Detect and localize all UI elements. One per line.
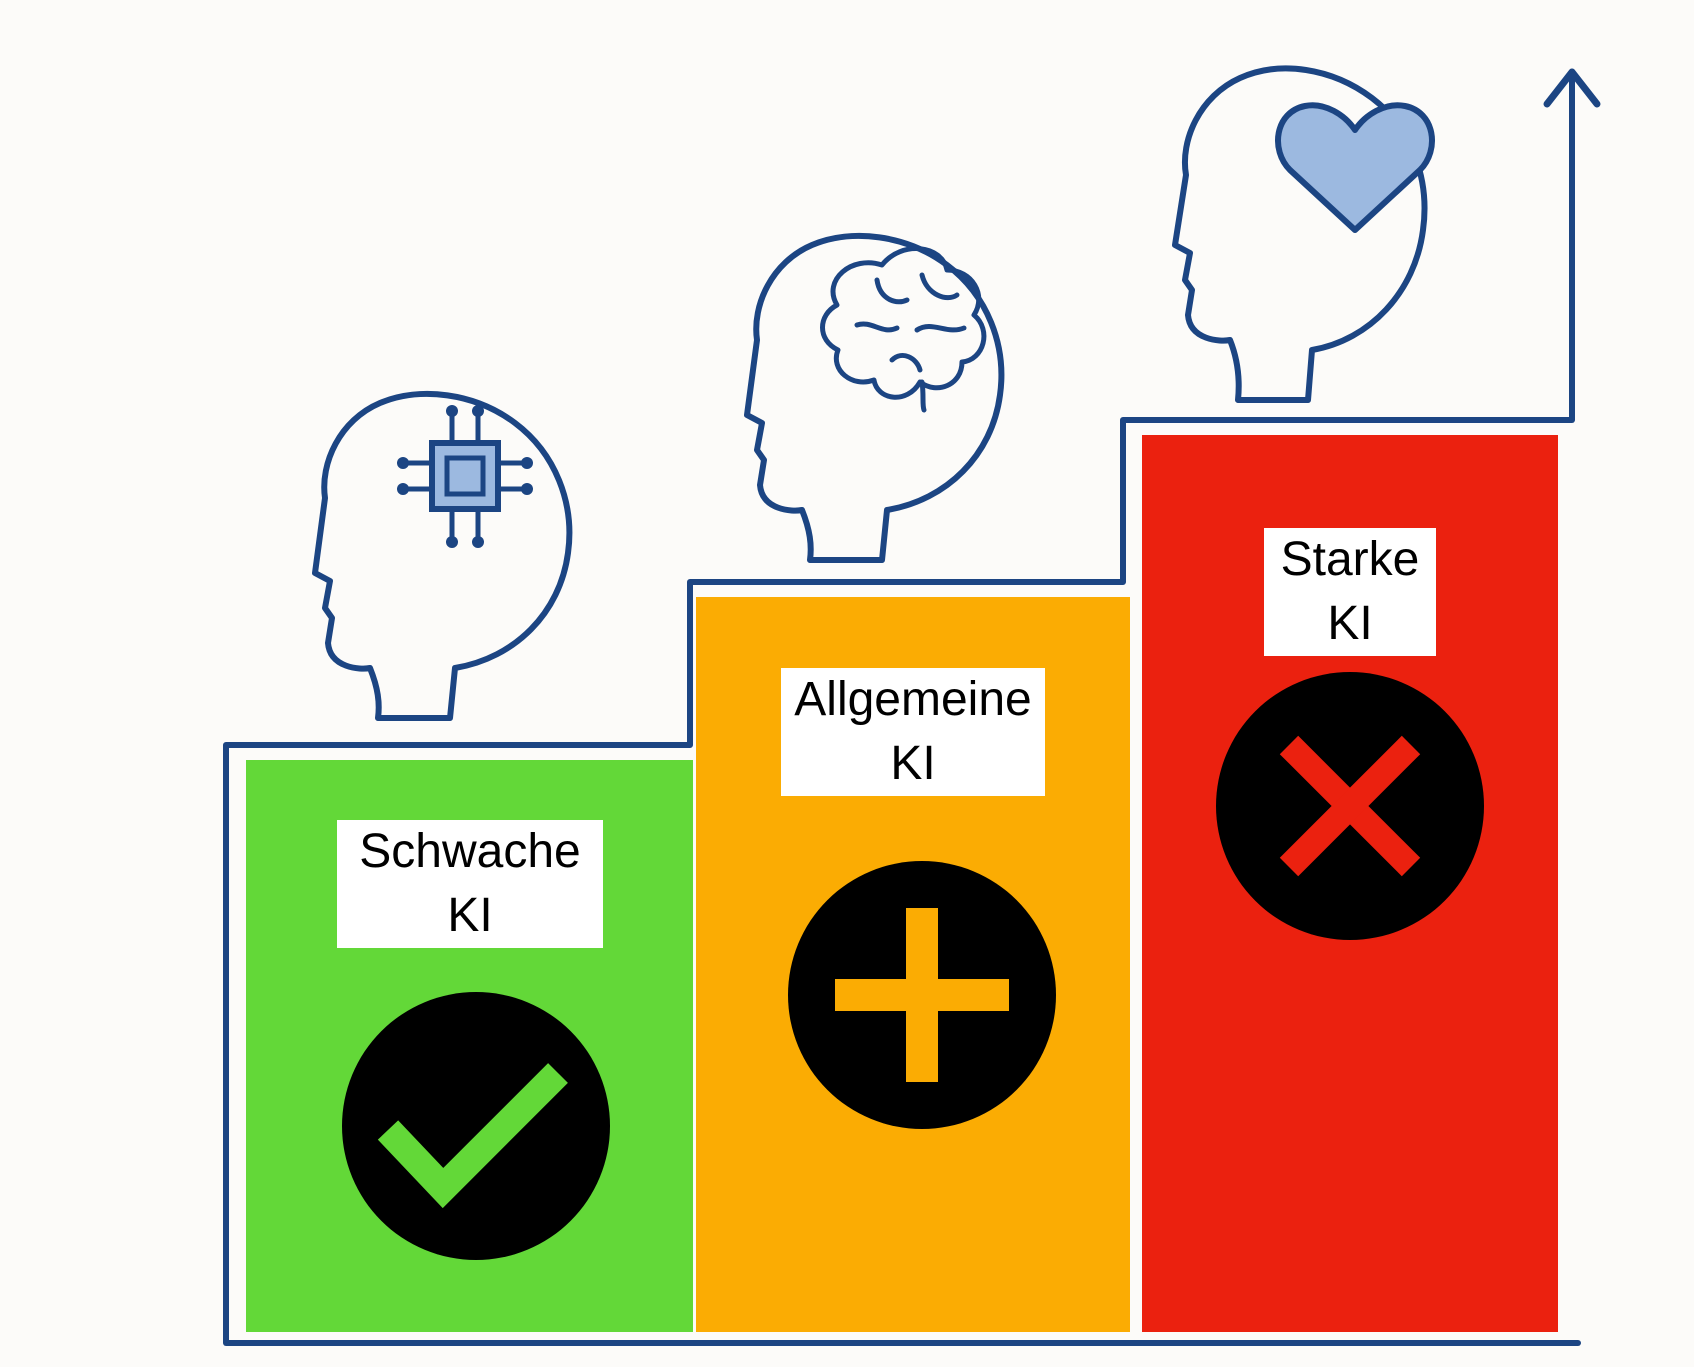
axis-arrow-icon (1543, 68, 1601, 108)
heart-icon (1275, 102, 1435, 233)
checkmark-icon (377, 1063, 568, 1209)
strong-ai-status-badge (1216, 672, 1484, 940)
general-ai-label-line1: Allgemeine (794, 673, 1032, 726)
general-ai-status-badge (788, 861, 1056, 1129)
general-ai-label-line2: KI (890, 737, 936, 790)
weak-ai-label-line1: Schwache (359, 825, 581, 878)
general-ai-label: Allgemeine KI (781, 668, 1045, 796)
weak-ai-label-line2: KI (447, 889, 493, 942)
strong-ai-label-line2: KI (1327, 597, 1373, 650)
weak-ai-status-badge (342, 992, 610, 1260)
brain-icon (820, 246, 987, 413)
head-chip-icon (312, 390, 573, 721)
plus-icon (835, 908, 1009, 1082)
strong-ai-label-line1: Starke (1280, 533, 1420, 586)
strong-ai-label: Starke KI (1264, 528, 1436, 656)
cross-icon (1279, 735, 1421, 877)
weak-ai-label: Schwache KI (337, 820, 603, 948)
head-brain-icon (744, 232, 1005, 563)
chip-icon (397, 405, 533, 548)
head-heart-icon (1172, 65, 1435, 403)
staircase-outline (223, 417, 1572, 1343)
